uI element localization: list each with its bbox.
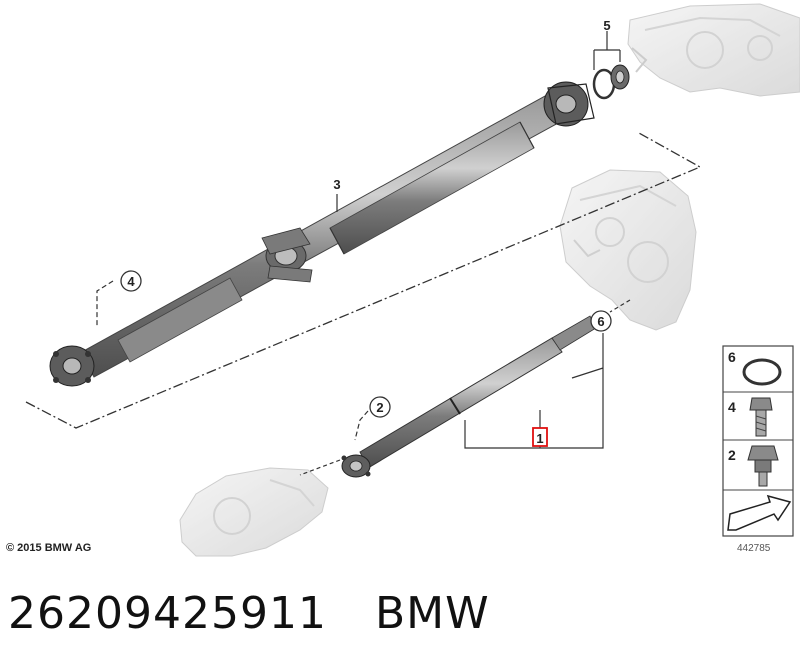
legend-label-1: 4 — [728, 399, 736, 415]
front-differential-housing — [179, 467, 329, 557]
callout-label-5: 5 — [603, 18, 610, 33]
callout-label-1: 1 — [536, 431, 543, 446]
front-shaft-joint — [341, 454, 371, 478]
arrow-icon — [727, 494, 792, 531]
copyright-notice: © 2015 BMW AG — [6, 542, 92, 554]
callout-label-6: 6 — [597, 314, 604, 329]
seal-ring-icon — [742, 358, 782, 386]
diagram-id: 442785 — [737, 543, 771, 554]
front-propeller-shaft — [341, 315, 597, 478]
legend-label-0: 6 — [728, 349, 736, 365]
bolt-icon — [749, 397, 773, 437]
seal-ring-and-nut — [592, 64, 630, 100]
callout-1: 1 — [532, 427, 548, 447]
callout-label-3: 3 — [333, 177, 340, 192]
callout-2: 2 — [369, 396, 391, 418]
transfer-case-housing — [559, 169, 697, 331]
brand-name: BMW — [374, 588, 490, 639]
rear-propeller-shaft — [49, 81, 595, 387]
center-bearing — [261, 227, 313, 283]
callout-5: 5 — [603, 18, 610, 33]
callout-label-2: 2 — [376, 400, 383, 415]
front-flange — [49, 345, 95, 387]
callout-3: 3 — [333, 177, 340, 192]
fastener-legend: 6 4 2 — [722, 345, 794, 537]
callout-4: 4 — [120, 270, 142, 292]
legend-label-2: 2 — [728, 447, 736, 463]
part-number: 26209425911 — [8, 588, 327, 639]
callout-6: 6 — [590, 310, 612, 332]
rear-differential-housing — [627, 3, 800, 97]
callout-label-4: 4 — [127, 274, 135, 289]
flanged-nut-icon — [747, 445, 779, 487]
rear-flange — [543, 81, 595, 127]
footer-caption: 26209425911 BMW — [8, 588, 490, 639]
